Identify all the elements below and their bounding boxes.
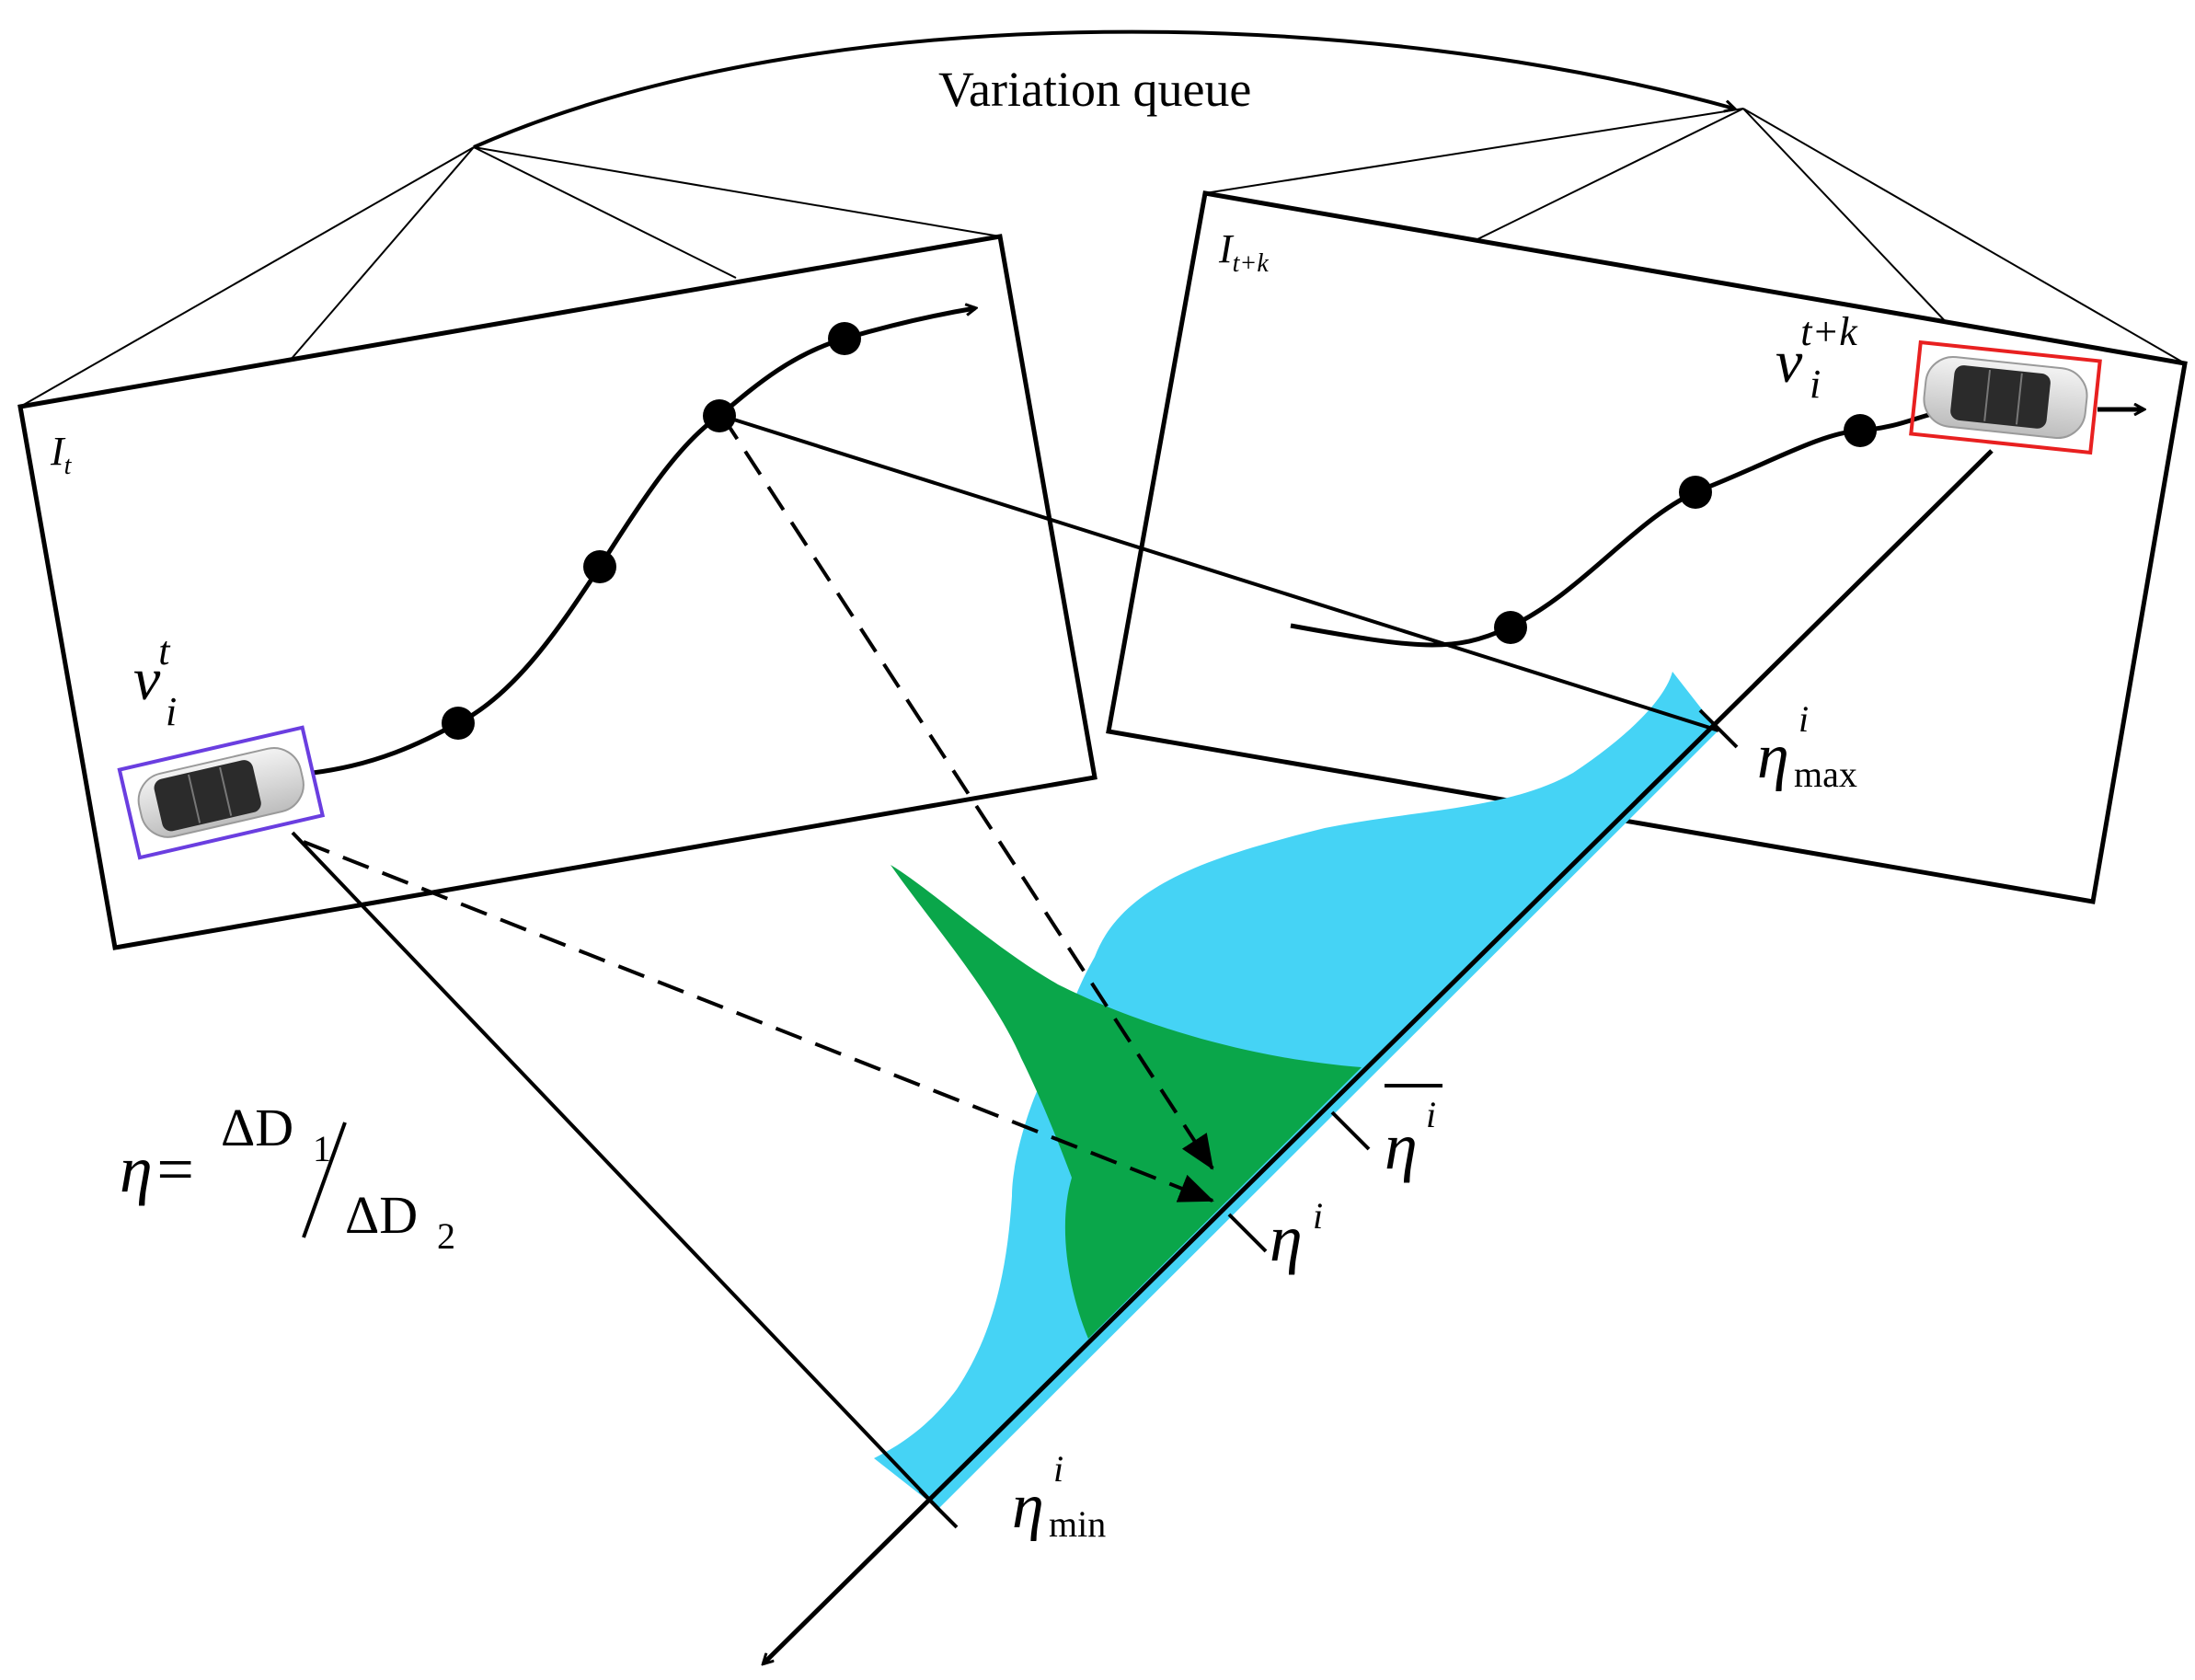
eta-max-sup: i: [1799, 698, 1809, 740]
vehicle-start-box: [117, 725, 326, 860]
eta-mean-label: η: [1385, 1110, 1418, 1183]
trajectory-left: [312, 308, 975, 776]
eta-min-label: η: [1012, 1471, 1044, 1542]
eta-max-label: η: [1757, 721, 1789, 792]
trajectory-point: [1844, 414, 1877, 447]
variation-queue-arrow: [473, 29, 1734, 149]
eta-mean-sup: i: [1426, 1094, 1436, 1135]
formula-slash: [302, 1122, 347, 1238]
formula-numerator: ΔD: [221, 1098, 293, 1157]
trajectory-point: [1494, 611, 1527, 644]
variation-queue-title: Variation queue: [938, 62, 1251, 117]
eta-formula: η= ΔD 1 ΔD 2: [120, 1098, 455, 1257]
formula-lhs: η=: [120, 1133, 197, 1206]
eta-ticks: [918, 708, 1739, 1529]
eta-current-sup: i: [1313, 1195, 1323, 1237]
eta-axis: [764, 449, 1994, 1663]
frame-left: [17, 234, 1098, 950]
formula-denominator: ΔD: [345, 1185, 418, 1245]
vehicle-start-label: vt: [133, 628, 171, 713]
vehicle-start: [117, 725, 326, 860]
frame-right: [1106, 190, 2188, 904]
frame-left-label: It: [50, 429, 73, 480]
eta-min-sup: i: [1053, 1448, 1063, 1490]
vehicle-start-sub: i: [166, 689, 177, 734]
vehicle-end-box: [1909, 339, 2102, 455]
formula-numerator-sub: 1: [313, 1128, 331, 1169]
distribution-narrow: [891, 865, 1362, 1339]
vehicle-end: [1909, 339, 2102, 455]
trajectory-point: [828, 322, 861, 355]
eta-min-sub: min: [1049, 1503, 1106, 1545]
connector-lines: [291, 414, 1719, 1511]
projection-lines: [19, 108, 2186, 408]
dashed-arrows: [303, 414, 1214, 1202]
eta-max-sub: max: [1794, 754, 1857, 795]
frame-right-label: It+k: [1218, 226, 1269, 278]
trajectory-point: [442, 707, 475, 740]
formula-denominator-sub: 2: [437, 1215, 455, 1257]
vehicle-end-label: vt+k: [1776, 309, 1858, 396]
trajectory-point: [583, 550, 616, 583]
vehicle-end-sub: i: [1810, 362, 1821, 407]
eta-current-label: η: [1270, 1202, 1303, 1275]
trajectory-point: [1679, 476, 1712, 509]
